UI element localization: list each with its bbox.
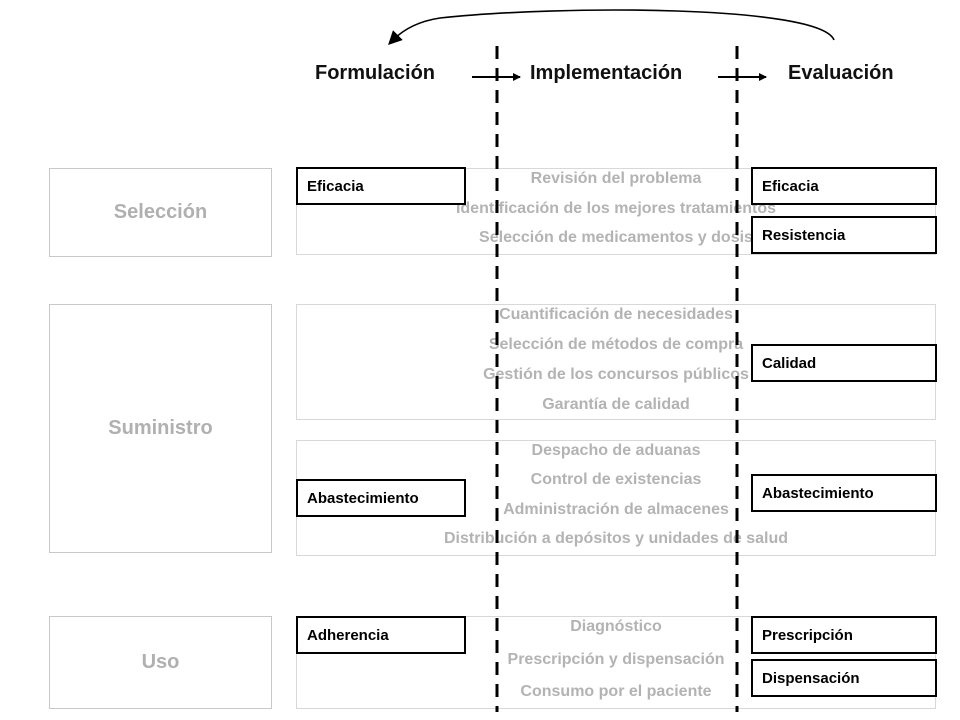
evaluation-tag-abastecimiento: Abastecimiento: [751, 474, 937, 512]
activity-item: Cuantificación de necesidades: [499, 306, 733, 323]
activity-item: Revisión del problema: [530, 170, 702, 187]
activities-distribucion: Despacho de aduanas Control de existenci…: [296, 440, 936, 556]
stage-implementation: Implementación: [530, 62, 683, 84]
section-seleccion: Selección: [49, 168, 272, 257]
activity-item: Despacho de aduanas: [531, 442, 701, 459]
activity-item: Gestión de los concursos públicos: [483, 366, 749, 383]
evaluation-tag-prescripcion: Prescripción: [751, 616, 937, 654]
feedback-arrow: [388, 9, 835, 45]
section-seleccion-label: Selección: [113, 201, 208, 223]
formulation-tag-abastecimiento: Abastecimiento: [296, 479, 466, 517]
activity-item: Administración de almacenes: [503, 500, 729, 518]
stage-evaluation: Evaluación: [788, 62, 894, 84]
section-suministro: Suministro: [49, 304, 272, 553]
section-uso-label: Uso: [141, 651, 180, 673]
evaluation-tag-eficacia: Eficacia: [751, 167, 937, 205]
activity-item: Distribución a depósitos y unidades de s…: [443, 529, 789, 547]
evaluation-tag-calidad: Calidad: [751, 344, 937, 382]
section-suministro-label: Suministro: [108, 417, 213, 439]
activity-item: Prescripción y dispensación: [507, 650, 725, 668]
activity-item: Garantía de calidad: [542, 396, 690, 413]
activities-seleccion: Revisión del problema Identificación de …: [296, 168, 936, 255]
stage-formulation: Formulación: [315, 62, 436, 84]
activity-item: Identificación de los mejores tratamient…: [455, 199, 777, 217]
evaluation-tag-resistencia: Resistencia: [751, 216, 937, 254]
section-uso: Uso: [49, 616, 272, 709]
activity-item: Selección de métodos de compra: [488, 336, 744, 353]
activity-item: Consumo por el paciente: [520, 683, 712, 700]
formulation-tag-adherencia: Adherencia: [296, 616, 466, 654]
formulation-tag-eficacia: Eficacia: [296, 167, 466, 205]
evaluation-tag-dispensacion: Dispensación: [751, 659, 937, 697]
activities-adquisicion: Cuantificación de necesidades Selección …: [296, 304, 936, 420]
activity-item: Control de existencias: [530, 471, 702, 489]
activity-item: Diagnóstico: [570, 618, 662, 635]
activity-item: Selección de medicamentos y dosis: [479, 229, 753, 246]
